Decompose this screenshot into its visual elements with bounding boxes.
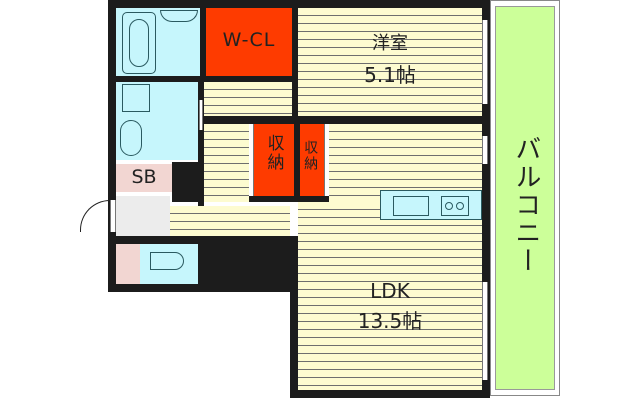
washroom <box>116 82 198 160</box>
entrance <box>116 196 170 236</box>
ldk-window[interactable] <box>482 282 488 380</box>
wall-wcl-right <box>292 8 298 116</box>
sink-icon <box>160 10 198 22</box>
walk-in-closet: W-CL <box>206 8 292 76</box>
entrance-door[interactable] <box>80 200 110 232</box>
wall-toilet-bottom <box>108 284 298 292</box>
balcony-door[interactable] <box>482 136 488 164</box>
wall-ldk-bottom <box>290 390 490 398</box>
wall-sb-right <box>172 162 198 202</box>
storage-2: 収納 <box>300 124 324 196</box>
storage-1-label: 収納 <box>263 134 284 172</box>
toilet-entry <box>116 244 140 284</box>
wall-western-bottom <box>206 116 490 124</box>
toilet-icon <box>150 252 184 270</box>
wall-storage-bottom <box>249 196 329 202</box>
storage-right-edge <box>324 124 329 196</box>
western-room-size: 5.1帖 <box>364 63 416 87</box>
toilet <box>140 244 198 284</box>
outer-wall-top <box>108 0 490 8</box>
shoe-box: SB <box>116 164 172 192</box>
bathroom <box>116 8 202 78</box>
walk-in-closet-label: W-CL <box>222 29 276 51</box>
wall-storage-mid <box>294 124 300 202</box>
kitchen-sink-icon <box>393 196 429 216</box>
western-room-window[interactable] <box>482 20 488 104</box>
washing-machine-icon <box>122 84 150 112</box>
kitchen-counter <box>380 190 482 220</box>
bathtub-icon <box>122 12 156 74</box>
ldk-name: LDK <box>370 279 410 303</box>
ldk-lower: LDK 13.5帖 <box>298 202 482 396</box>
wall-wcl-left <box>200 8 206 82</box>
wall-hall-lower-block <box>198 236 290 292</box>
wall-western-right <box>482 8 490 396</box>
wall-toilet-top <box>108 236 198 244</box>
ldk-size: 13.5帖 <box>357 309 423 333</box>
washbasin-icon <box>120 120 142 156</box>
shoe-box-label: SB <box>131 166 157 188</box>
storage-2-label: 収納 <box>302 140 319 172</box>
washroom-door[interactable] <box>199 100 203 130</box>
balcony: バルコニー <box>495 6 555 390</box>
outer-wall-left <box>108 0 116 292</box>
entrance-door-frame <box>110 200 116 232</box>
wall-hall-left-mid <box>198 162 204 208</box>
hallway-lower <box>168 206 290 236</box>
western-room-name: 洋室 <box>372 33 408 54</box>
stove-icon <box>441 196 469 216</box>
balcony-label: バルコニー <box>510 135 541 275</box>
wall-ldk-left <box>290 236 298 396</box>
hallway-middle <box>204 124 249 202</box>
hallway-upper <box>204 82 292 126</box>
western-room: 洋室 5.1帖 <box>298 8 482 116</box>
storage-1: 収納 <box>254 124 294 196</box>
storage-left-edge <box>249 124 254 196</box>
